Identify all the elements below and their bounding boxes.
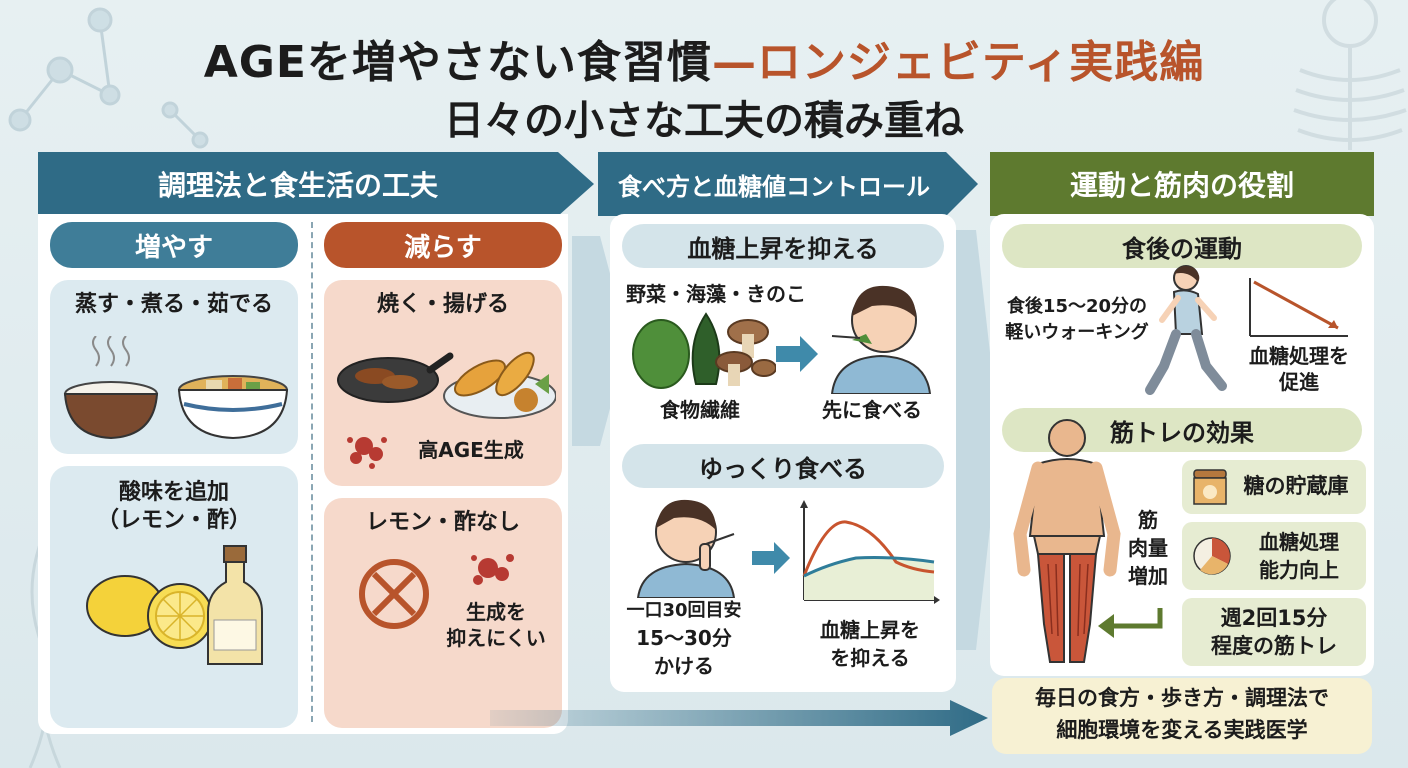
chew-15-30-min: 15〜30分	[636, 626, 732, 650]
prohibition-icon	[359, 559, 429, 629]
benefit-glucose-processing: 血糖処理 能力向上	[1182, 522, 1366, 590]
walking-person-icon	[1145, 265, 1227, 395]
storage-jar-icon	[1193, 469, 1227, 505]
promote-glucose-processing-2: 促進	[1279, 370, 1319, 394]
muscle-increase-1: 筋	[1138, 508, 1158, 532]
hard-to-suppress-line1: 生成を	[466, 600, 526, 624]
arrow-left-icon	[1098, 608, 1163, 638]
decrease-card-no-acid: レモン・酢なし 生成を 抑えにくい	[324, 498, 562, 728]
muscle-body-icon	[1013, 419, 1121, 663]
glucose-capacity-1: 血糖処理	[1259, 530, 1339, 554]
post-meal-exercise-label: 食後の運動	[1002, 224, 1362, 268]
increase-card-acid: 酸味を追加 （レモン・酢）	[50, 466, 298, 728]
chew-take-time: かける	[654, 654, 714, 678]
eating-banner: 食べ方と血糖値コントロール	[618, 172, 930, 201]
lemon-icon	[86, 575, 213, 649]
exercise-banner: 運動と筋肉の役割	[990, 152, 1374, 216]
suppress-glucose-caption-1: 血糖上昇を	[820, 618, 920, 642]
pie-gauge-icon	[1193, 537, 1231, 575]
high-age-caption: 高AGE生成	[418, 438, 524, 462]
footer-line1: 毎日の食方・歩き方・調理法で	[1035, 686, 1329, 710]
column-divider	[311, 222, 313, 722]
page-title: AGEを増やさない食習慣—ロンジェビティ実践編	[203, 37, 1205, 88]
eat-slowly-label: ゆっくり食べる	[622, 444, 944, 488]
glucose-capacity-2: 能力向上	[1259, 558, 1339, 582]
no-acid-title: レモン・酢なし	[365, 510, 520, 535]
benefit-glucose-storage: 糖の貯蔵庫	[1182, 460, 1366, 514]
dietary-fiber-label: 食物繊維	[660, 398, 740, 422]
chew-30-times: 一口30回目安	[626, 600, 742, 621]
cooking-banner-arrow	[38, 152, 594, 216]
footer-box: 毎日の食方・歩き方・調理法で 細胞環境を変える実践医学	[992, 678, 1372, 754]
person-chewing-icon	[636, 499, 736, 598]
frying-pan-icon	[337, 351, 556, 419]
footer-line2: 細胞環境を変える実践医学	[1056, 718, 1308, 742]
arrow-right-icon-2	[752, 542, 790, 574]
acid-title-line1: 酸味を追加	[118, 480, 229, 505]
benefit-training-frequency: 週2回15分 程度の筋トレ	[1182, 598, 1366, 666]
decrease-card-fry: 焼く・揚げる 高AGE生成	[324, 280, 562, 486]
suppress-glucose-label: 血糖上昇を抑える	[622, 224, 944, 268]
increase-card-steam: 蒸す・煮る・茹でる	[50, 280, 298, 454]
age-particles-small-icon	[471, 554, 514, 585]
decrease-label: 減らす	[324, 222, 562, 268]
bottom-flow-arrow	[490, 700, 988, 736]
walk-15-20-min: 食後15〜20分の	[1006, 296, 1148, 317]
page-subtitle: 日々の小さな工夫の積み重ね	[444, 98, 964, 144]
flow-arrow-right	[956, 230, 1000, 650]
arrow-right-icon	[776, 336, 818, 372]
vegetables-icon	[632, 312, 776, 389]
muscle-increase-3: 増加	[1128, 564, 1168, 588]
glucose-storage-label: 糖の貯蔵庫	[1243, 474, 1349, 498]
training-frequency-2: 程度の筋トレ	[1211, 634, 1337, 658]
veg-seaweed-mushroom: 野菜・海藻・きのこ	[626, 282, 806, 306]
acid-title-line2: （レモン・酢）	[96, 508, 251, 533]
promote-glucose-processing-1: 血糖処理を	[1249, 344, 1349, 368]
eating-banner-arrow	[598, 152, 978, 216]
suppress-glucose-caption-2: を抑える	[830, 646, 910, 670]
muscle-increase-2: 肉量	[1128, 536, 1168, 560]
steaming-rice-bowl-icon	[63, 336, 289, 440]
cooking-banner: 調理法と食生活の工夫	[157, 169, 438, 202]
vinegar-bottle-icon	[207, 545, 263, 665]
decreasing-trend-chart	[1249, 278, 1348, 337]
fry-title: 焼く・揚げる	[376, 292, 509, 317]
age-particles-icon	[347, 437, 387, 469]
person-eating-icon	[830, 285, 932, 394]
training-frequency-1: 週2回15分	[1220, 606, 1328, 630]
steam-boil-title: 蒸す・煮る・茹でる	[74, 292, 273, 317]
eat-first-label: 先に食べる	[822, 398, 922, 422]
increase-label: 増やす	[50, 222, 298, 268]
glucose-curve-chart	[800, 500, 940, 604]
light-walking: 軽いウォーキング	[1005, 322, 1149, 343]
hard-to-suppress-line2: 抑えにくい	[446, 626, 546, 650]
